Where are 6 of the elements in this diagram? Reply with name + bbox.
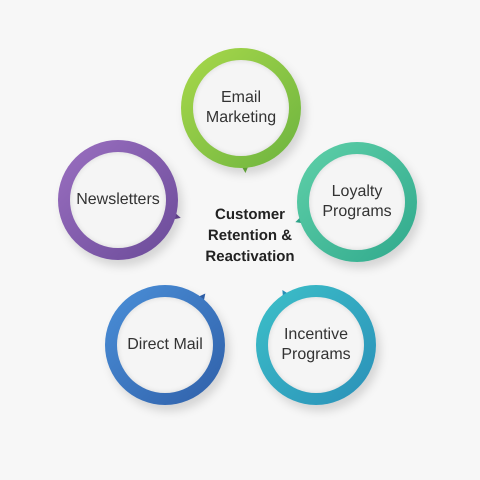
node-label: Direct Mail [126,335,204,355]
node-label: Incentive Programs [280,325,352,365]
node-label: Loyalty Programs [321,182,393,222]
node-label: Email Marketing [204,88,278,128]
center-heading: Customer Retention & Reactivation [204,205,296,267]
node-label: Newsletters [76,190,160,210]
